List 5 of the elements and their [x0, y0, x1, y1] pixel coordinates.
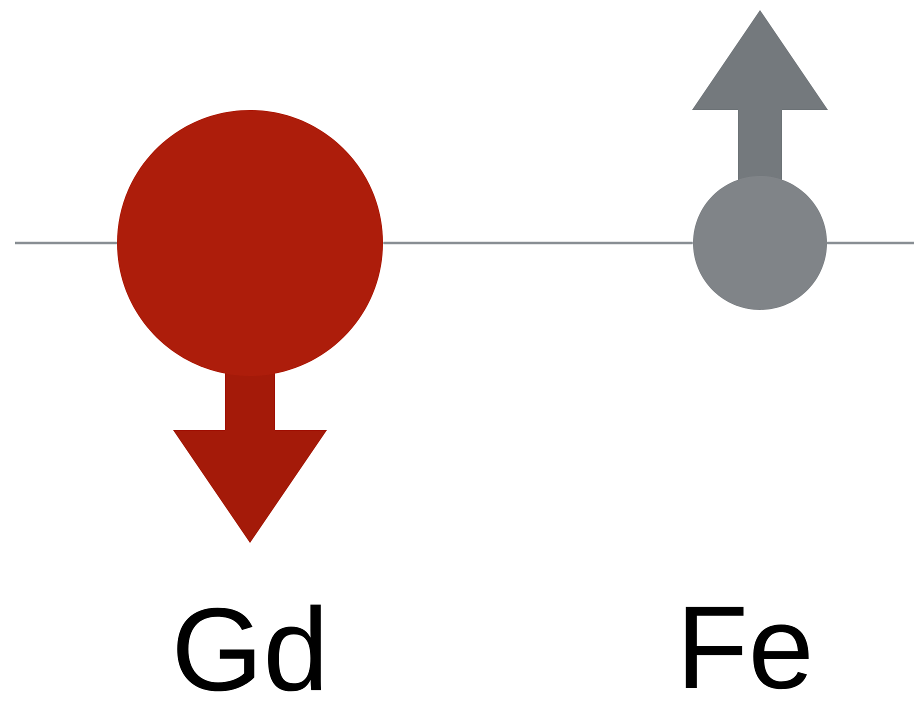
chain-line	[383, 242, 693, 244]
atom-circle	[117, 110, 383, 376]
element-label: Fe	[686, 606, 809, 690]
element-label: Gd	[177, 604, 322, 692]
atom-circle	[693, 176, 827, 310]
